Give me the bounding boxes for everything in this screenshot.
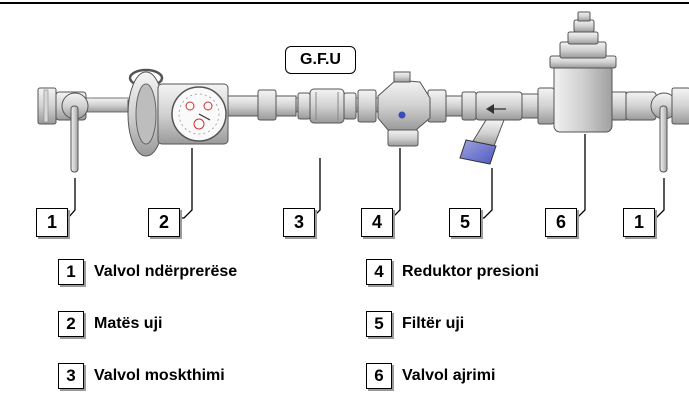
- legend-label: Valvol ndërprerëse: [94, 263, 238, 280]
- legend-label: Matës uji: [94, 315, 163, 332]
- air-release-valve: [537, 11, 627, 133]
- shutoff-valve-left: [37, 87, 89, 173]
- gfu-tag-label: G.F.U: [285, 46, 356, 74]
- legend-item-6: 6 Valvol ajrimi: [366, 361, 495, 391]
- shutoff-valve-right: [625, 87, 689, 173]
- callout-6: 6: [545, 208, 577, 237]
- non-return-valve: [297, 88, 357, 124]
- legend-label: Filtër uji: [402, 315, 465, 332]
- legend-item-2: 2 Matës uji: [58, 309, 162, 339]
- callout-5: 5: [449, 208, 481, 237]
- legend-item-5: 5 Filtër uji: [366, 309, 464, 339]
- legend-label: Valvol ajrimi: [402, 367, 496, 384]
- legend-number: 1: [58, 259, 84, 285]
- legend-item-3: 3 Valvol moskthimi: [58, 361, 225, 391]
- legend-item-1: 1 Valvol ndërprerëse: [58, 257, 237, 287]
- legend-number: 5: [366, 311, 392, 337]
- legend-item-4: 4 Reduktor presioni: [366, 257, 539, 287]
- legend-label: Valvol moskthimi: [94, 367, 225, 384]
- callout-1-left: 1: [36, 208, 68, 237]
- legend-number: 2: [58, 311, 84, 337]
- water-meter: [127, 68, 297, 157]
- callout-3: 3: [283, 208, 315, 237]
- legend-number: 4: [366, 259, 392, 285]
- callout-1-right: 1: [623, 208, 655, 237]
- pressure-reducer: [357, 71, 463, 147]
- callout-4: 4: [361, 208, 393, 237]
- legend-number: 6: [366, 363, 392, 389]
- callout-2: 2: [148, 208, 180, 237]
- legend-label: Reduktor presioni: [402, 263, 539, 280]
- water-filter: [459, 91, 539, 165]
- legend-number: 3: [58, 363, 84, 389]
